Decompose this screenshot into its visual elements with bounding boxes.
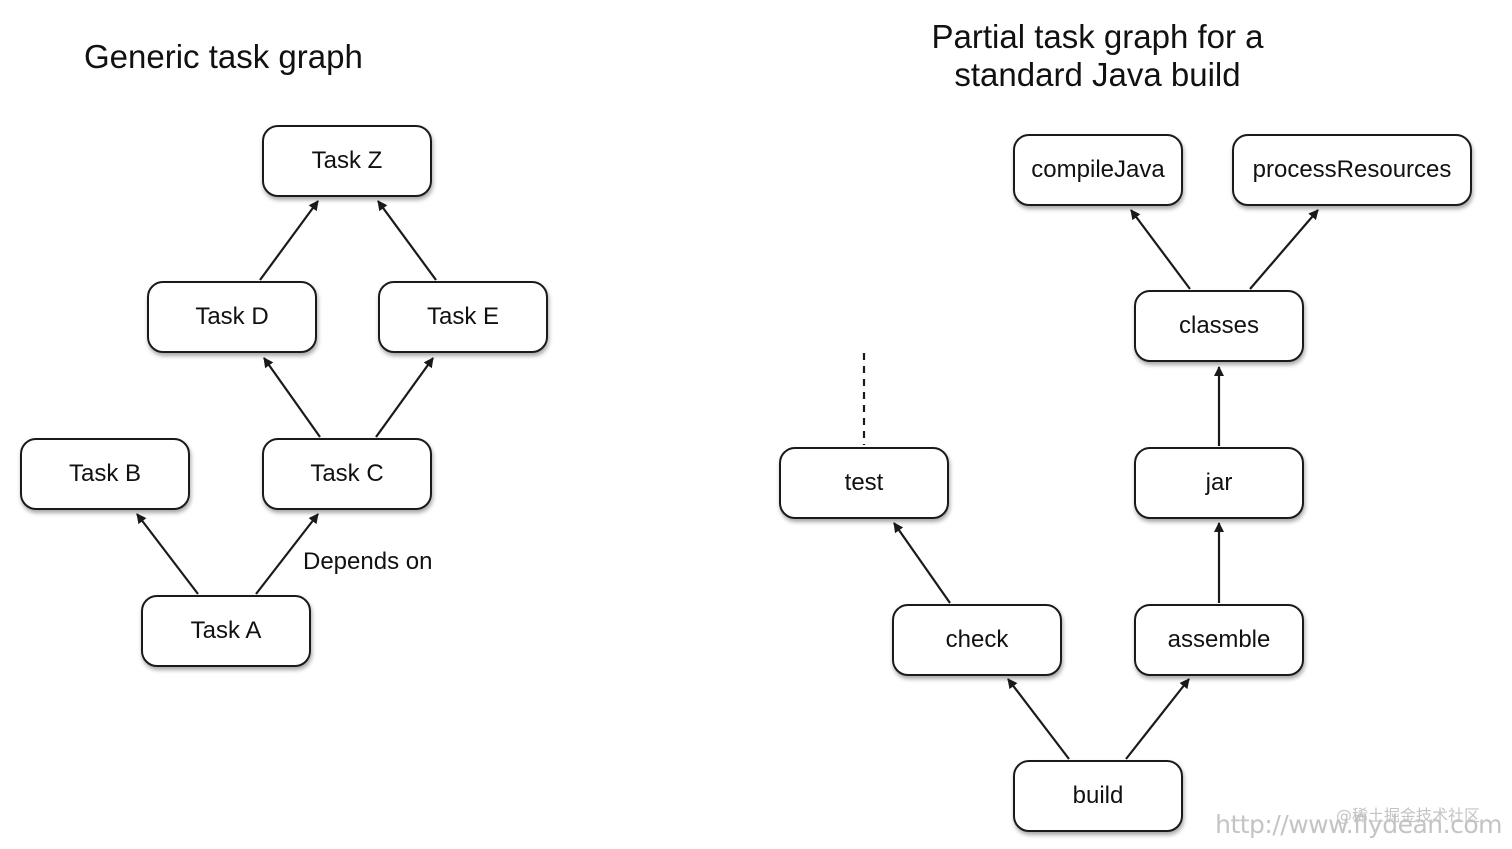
left-diagram-title: Generic task graph [84, 38, 363, 75]
node-compile-java: compileJava [1013, 134, 1183, 206]
node-build: build [1013, 760, 1183, 832]
node-classes: classes [1134, 290, 1304, 362]
edge-build-to-check [1007, 678, 1070, 760]
right-diagram-title-line-1: Partial task graph for a [931, 18, 1264, 55]
edge-classes-to-processresources [1249, 209, 1319, 290]
edge-d-to-z [259, 200, 319, 281]
edge-check-to-test [893, 522, 951, 604]
edge-c-to-e [375, 357, 434, 438]
right-diagram-title: Partial task graph for a standard Java b… [900, 18, 1295, 94]
node-jar: jar [1134, 447, 1304, 519]
node-check: check [892, 604, 1062, 676]
edge-label-depends-on: Depends on [303, 548, 433, 575]
node-test: test [779, 447, 949, 519]
node-task-z: Task Z [262, 125, 432, 197]
node-task-c: Task C [262, 438, 432, 510]
node-task-e: Task E [378, 281, 548, 353]
edge-a-to-c [255, 513, 319, 595]
node-assemble: assemble [1134, 604, 1304, 676]
node-task-b: Task B [20, 438, 190, 510]
edge-c-to-d [263, 357, 321, 438]
right-diagram-title-line-2: standard Java build [954, 56, 1241, 93]
edge-classes-to-compilejava [1130, 209, 1191, 290]
node-task-d: Task D [147, 281, 317, 353]
node-task-a: Task A [141, 595, 311, 667]
edge-e-to-z [377, 200, 437, 281]
node-process-resources: processResources [1232, 134, 1472, 206]
edge-build-to-assemble [1125, 678, 1190, 760]
edge-a-to-b [136, 513, 199, 595]
